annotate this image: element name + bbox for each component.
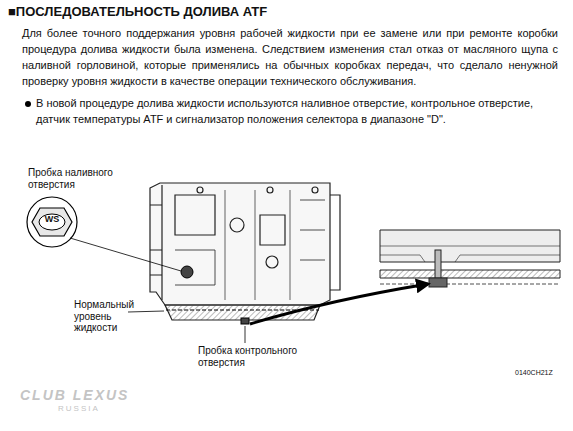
detail-arrow bbox=[250, 284, 428, 324]
check-plug-detail bbox=[380, 230, 560, 287]
plug-marking: WS bbox=[37, 215, 67, 224]
watermark: RUSSIA bbox=[58, 405, 138, 413]
part-label: Нормальный уровень жидкости bbox=[74, 299, 136, 334]
leader-line bbox=[128, 311, 164, 312]
part-label: Пробка наливного отверстия bbox=[28, 167, 123, 190]
check-plug bbox=[241, 318, 249, 324]
fill-plug bbox=[181, 266, 193, 278]
bullet-dot bbox=[25, 101, 31, 107]
leader-line bbox=[245, 326, 246, 343]
bullet-note: В новой процедуре долива жидкости исполь… bbox=[36, 95, 558, 127]
section-title: ■ПОСЛЕДОВАТЕЛЬНОСТЬ ДОЛИВА ATF bbox=[8, 4, 267, 20]
figure-code: 0140CH21Z bbox=[515, 369, 565, 376]
intro-paragraph: Для более точного поддержания уровня раб… bbox=[22, 25, 558, 89]
watermark: CLUB LEXUS bbox=[20, 388, 150, 402]
part-label: Пробка контрольного отверстия bbox=[198, 345, 308, 368]
transmission-case bbox=[150, 183, 340, 305]
fill-plug-inset bbox=[27, 197, 77, 247]
leader-line bbox=[70, 238, 181, 271]
